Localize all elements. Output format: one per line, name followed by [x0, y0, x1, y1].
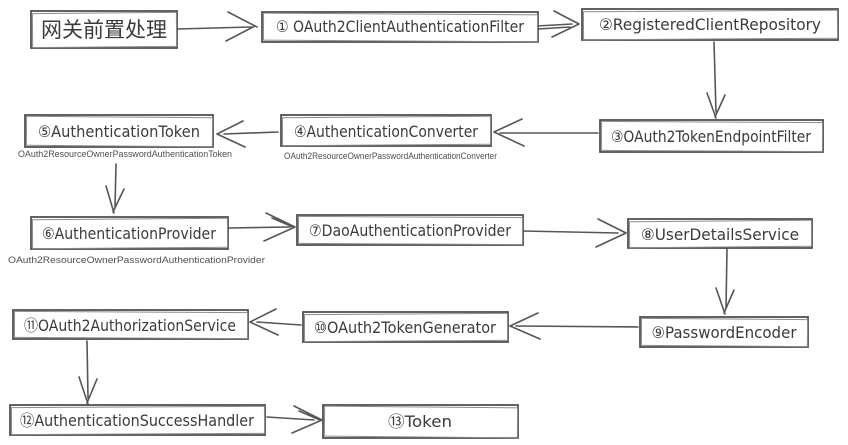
node-authentication-success-handler: ⑫AuthenticationSuccessHandler [9, 404, 266, 436]
node-box [12, 309, 249, 340]
node-oauth2-token-endpoint-filter: ③OAuth2TokenEndpointFilter [599, 119, 824, 153]
arrow-dao-provider-to-user-details [522, 218, 627, 248]
node-box [599, 119, 824, 153]
arrow-line [536, 23, 573, 30]
arrow-authorization-service-to-success-handler [78, 340, 98, 405]
arrow-line [713, 41, 717, 113]
node-box-sketch [582, 9, 839, 41]
arrows [78, 10, 735, 434]
arrow-gateway-to-client-filter [176, 11, 258, 42]
arrow-head-icon [595, 218, 627, 248]
node-label: ⑧UserDetailsService [641, 225, 799, 244]
node-box-sketch [600, 120, 824, 153]
arrow-line [515, 325, 639, 328]
node-label: ⑥AuthenticationProvider [42, 224, 216, 243]
node-subtext: OAuth2ResourceOwnerPasswordAuthenticatio… [8, 255, 265, 265]
arrow-client-filter-to-registered-repo [536, 10, 580, 38]
node-user-details-service: ⑧UserDetailsService [627, 218, 813, 249]
arrow-head-icon [551, 10, 580, 38]
node-box [639, 316, 809, 348]
arrow-line [223, 131, 279, 135]
arrow-success-handler-to-token [266, 405, 323, 434]
arrow-head-icon [216, 120, 246, 148]
node-box [581, 8, 839, 41]
arrow-line [176, 26, 252, 30]
node-box [627, 218, 813, 249]
node-label: ③OAuth2TokenEndpointFilter [611, 127, 811, 146]
node-subtext: OAuth2ResourceOwnerPasswordAuthenticatio… [18, 149, 232, 159]
arrow-head-icon [105, 185, 125, 214]
arrow-password-encoder-to-token-generator [509, 312, 639, 340]
arrow-head-icon [263, 212, 296, 242]
node-box-sketch [10, 405, 266, 436]
node-box-sketch [262, 12, 539, 43]
node-oauth2-token-generator: ⑩OAuth2TokenGenerator [302, 311, 509, 343]
arrow-line [86, 340, 89, 399]
node-box [296, 214, 524, 246]
arrow-user-details-to-password-encoder [715, 248, 735, 315]
node-authentication-converter: ④AuthenticationConverter OAuth2ResourceO… [280, 114, 497, 161]
node-dao-authentication-provider: ⑦DaoAuthenticationProvider [296, 214, 524, 246]
node-label: ⑨PasswordEncoder [652, 323, 797, 342]
node-box-sketch [628, 219, 813, 249]
node-label: ⑬Token [388, 412, 452, 431]
node-box [30, 10, 178, 49]
arrow-line [266, 416, 315, 421]
node-oauth2-client-authentication-filter: ① OAuth2ClientAuthenticationFilter [261, 11, 539, 43]
arrow-auth-provider-to-dao-provider [228, 212, 296, 242]
node-box-sketch [25, 115, 214, 148]
node-password-encoder: ⑨PasswordEncoder [639, 316, 809, 348]
arrow-head-icon [78, 376, 98, 405]
node-registered-client-repository: ②RegisteredClientRepository [581, 8, 839, 41]
node-box [322, 404, 519, 439]
arrow-line [725, 248, 728, 309]
arrow-head-icon [493, 118, 525, 147]
node-box-sketch [640, 317, 809, 348]
node-box-sketch [31, 11, 178, 49]
node-box-sketch [31, 217, 229, 250]
node-box [30, 216, 229, 250]
node-label: ⑩OAuth2TokenGenerator [314, 318, 496, 337]
arrow-token-generator-to-authorization-service [249, 308, 302, 336]
arrow-endpoint-filter-to-converter [493, 118, 599, 147]
arrow-converter-to-auth-token [216, 120, 279, 148]
arrow-head-icon [706, 92, 726, 119]
node-authentication-token: ⑤AuthenticationToken OAuth2ResourceOwner… [18, 114, 232, 159]
node-label: ⑤AuthenticationToken [38, 122, 200, 141]
node-box-sketch [303, 312, 509, 343]
arrow-head-icon [715, 287, 735, 315]
node-label: 网关前置处理 [41, 18, 167, 42]
arrow-head-icon [225, 11, 258, 42]
node-subtext: OAuth2ResourceOwnerPasswordAuthenticatio… [284, 151, 497, 161]
node-label: ②RegisteredClientRepository [599, 15, 821, 34]
node-label: ④AuthenticationConverter [294, 122, 478, 141]
node-box [24, 114, 214, 148]
arrow-line [256, 321, 302, 326]
node-oauth2-authorization-service: ⑪OAuth2AuthorizationService [12, 309, 249, 340]
arrow-head-icon [291, 405, 323, 434]
arrow-line [114, 163, 117, 208]
arrow-head-icon [509, 312, 541, 340]
arrow-auth-token-to-auth-provider [105, 163, 125, 214]
node-box-sketch [323, 405, 519, 439]
node-authentication-provider: ⑥AuthenticationProvider OAuth2ResourceOw… [8, 216, 265, 265]
node-box [302, 311, 509, 343]
node-gateway: 网关前置处理 [30, 10, 178, 49]
arrow-line [228, 226, 291, 229]
node-label: ⑪OAuth2AuthorizationService [24, 316, 236, 335]
node-token: ⑬Token [322, 404, 519, 439]
node-label: ⑦DaoAuthenticationProvider [309, 221, 511, 240]
node-label: ① OAuth2ClientAuthenticationFilter [276, 17, 524, 36]
node-box [261, 11, 539, 43]
arrow-head-icon [249, 308, 279, 336]
node-box-sketch [281, 115, 492, 147]
node-label: ⑫AuthenticationSuccessHandler [20, 411, 254, 430]
node-box-sketch [13, 310, 249, 340]
arrow-registered-repo-to-endpoint-filter [706, 41, 726, 119]
node-box-sketch [297, 215, 524, 246]
arrow-line [522, 230, 619, 234]
